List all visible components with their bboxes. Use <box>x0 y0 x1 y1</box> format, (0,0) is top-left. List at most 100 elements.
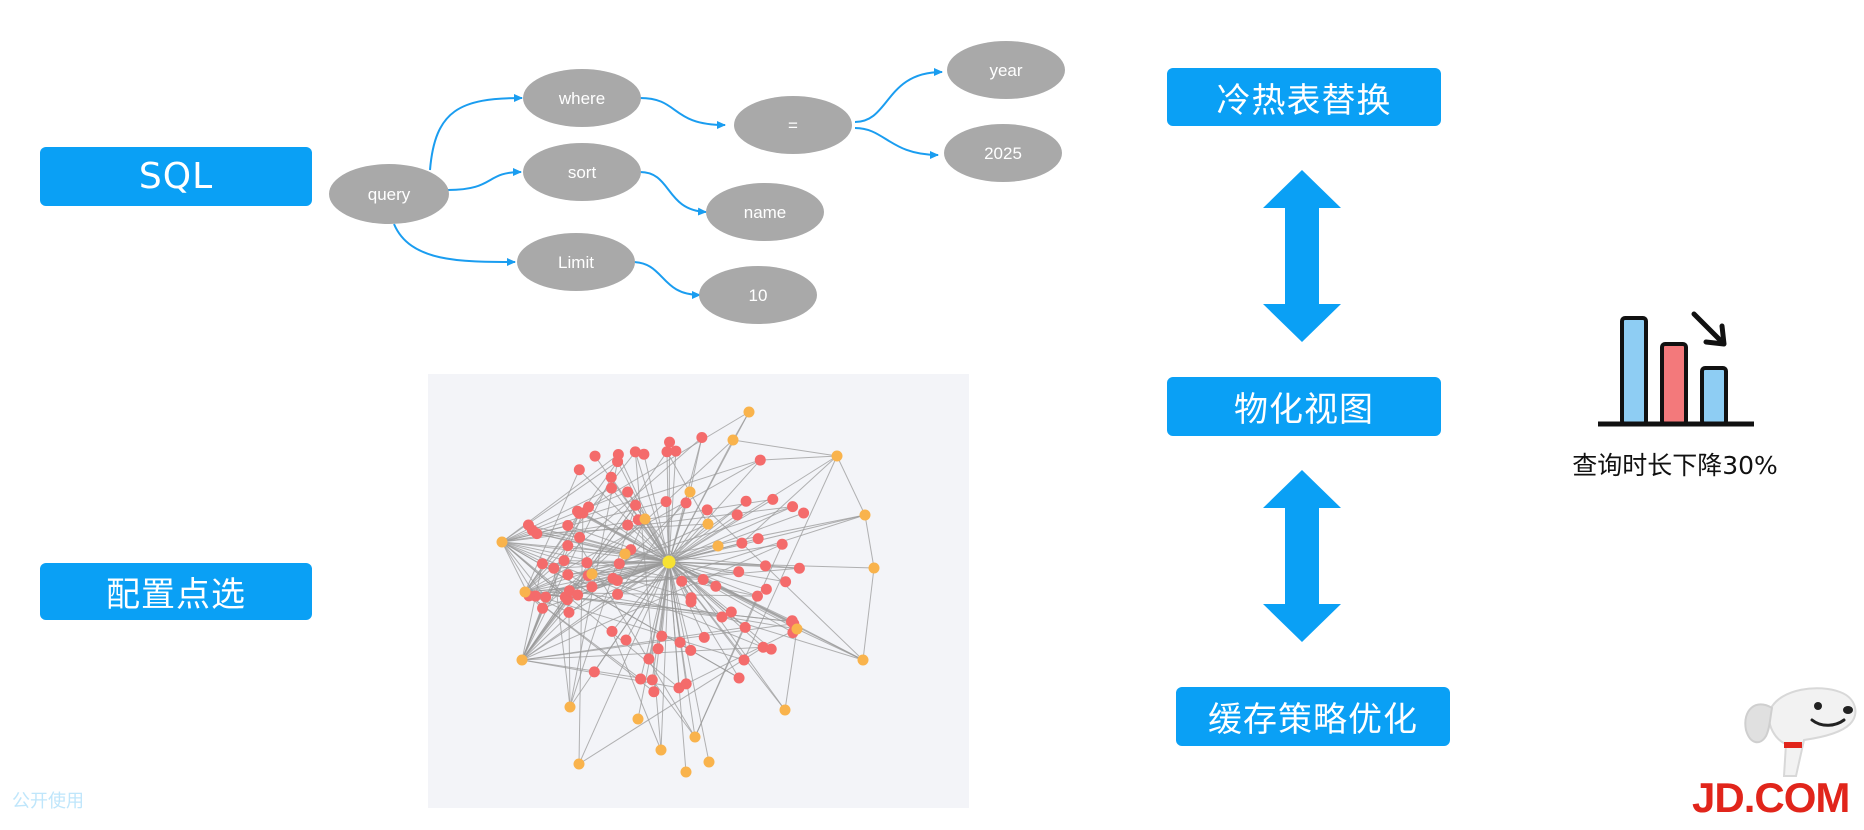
graph-edge <box>668 523 709 563</box>
graph-node <box>516 654 528 666</box>
graph-edge <box>545 523 709 598</box>
graph-edge <box>784 628 798 711</box>
graph-edge <box>521 513 580 661</box>
query-tree-diagram: query where sort Limit = year 2025 name <box>329 41 1065 324</box>
graph-edge <box>501 491 628 543</box>
graph-node <box>574 531 586 543</box>
graph-node <box>738 654 750 666</box>
node-name: name <box>706 183 824 241</box>
graph-node <box>655 744 667 756</box>
graph-edge <box>651 679 696 738</box>
graph-node <box>680 766 692 778</box>
graph-node <box>564 701 576 713</box>
node-query: query <box>329 164 449 224</box>
graph-node <box>562 540 574 552</box>
graph-edges <box>501 411 875 773</box>
graph-node <box>676 575 688 587</box>
graph-node <box>689 731 701 743</box>
graph-edge <box>568 612 571 708</box>
graph-edge <box>501 487 612 543</box>
graph-edge <box>501 459 761 543</box>
node-10: 10 <box>699 266 817 324</box>
graph-node <box>573 758 585 770</box>
graph-node <box>646 674 658 686</box>
graph-node <box>733 566 745 578</box>
graph-edge <box>694 595 758 738</box>
graph-node <box>622 486 634 498</box>
graph-node <box>522 519 534 531</box>
graph-node <box>536 558 548 570</box>
graph-edge <box>668 451 677 563</box>
graph-edge <box>524 459 761 593</box>
graph-node <box>586 568 598 580</box>
graph-node <box>685 644 697 656</box>
graph-node <box>727 434 739 446</box>
node-year: year <box>947 41 1065 99</box>
graph-edge <box>611 631 662 751</box>
graph-node <box>622 519 634 531</box>
graph-node <box>619 548 631 560</box>
node-where-label: where <box>558 89 605 108</box>
graph-node <box>759 560 771 572</box>
graph-node <box>558 555 570 567</box>
graph-edge <box>668 455 838 563</box>
edge-eq-year <box>854 68 943 123</box>
graph-node <box>798 507 810 519</box>
graph-edge <box>588 506 670 563</box>
graph-node <box>612 448 624 460</box>
network-graph <box>496 406 880 778</box>
graph-edge <box>501 541 670 563</box>
graph-edge <box>668 561 794 634</box>
graph-node <box>684 486 696 498</box>
graph-node <box>696 431 708 443</box>
graph-edge <box>743 455 838 661</box>
node-where: where <box>523 69 641 127</box>
graph-edge <box>741 455 838 544</box>
graph-node <box>562 569 574 581</box>
graph-edge <box>660 561 670 751</box>
graph-edge <box>796 628 864 661</box>
graph-edge <box>617 561 670 581</box>
edge-sort-name <box>639 171 707 216</box>
graph-edge <box>569 590 798 630</box>
double-arrow-icon <box>1263 170 1341 342</box>
graph-edge <box>732 439 838 457</box>
graph-edge <box>524 469 580 593</box>
public-use-watermark: 公开使用 <box>12 791 84 812</box>
graph-edge <box>862 567 875 661</box>
graph-node <box>656 630 668 642</box>
bar-chart-decrease-icon <box>1598 311 1754 427</box>
config-select-box: 配置点选 <box>40 563 312 620</box>
graph-edge <box>760 455 838 461</box>
edge-where-eq <box>639 97 726 129</box>
jd-dog-mascot-icon <box>1744 687 1857 777</box>
graph-edge <box>568 561 670 613</box>
graph-node <box>779 704 791 716</box>
network-graph-panel <box>428 374 969 808</box>
graph-node <box>573 464 585 476</box>
graph-node <box>791 623 803 635</box>
graph-node <box>606 625 618 637</box>
graph-edge <box>521 594 579 661</box>
graph-node <box>519 586 531 598</box>
graph-edge <box>524 545 569 593</box>
graph-node <box>630 499 642 511</box>
graph-node <box>701 504 713 516</box>
graph-node <box>638 448 650 460</box>
graph-edge <box>578 469 670 563</box>
node-eq: = <box>734 96 852 154</box>
edge-query-sort <box>447 168 522 191</box>
edge-eq-2025 <box>854 127 939 159</box>
graph-edge <box>668 514 738 563</box>
graph-edge <box>836 455 866 516</box>
graph-nodes <box>496 406 880 778</box>
graph-node <box>664 436 676 448</box>
graph-edge <box>521 477 612 661</box>
graph-node <box>563 606 575 618</box>
graph-edge <box>542 518 646 609</box>
graph-edge <box>668 561 758 597</box>
graph-node <box>859 509 871 521</box>
graph-node <box>776 538 788 550</box>
graph-edge <box>617 491 691 595</box>
node-eq-label: = <box>788 116 798 135</box>
